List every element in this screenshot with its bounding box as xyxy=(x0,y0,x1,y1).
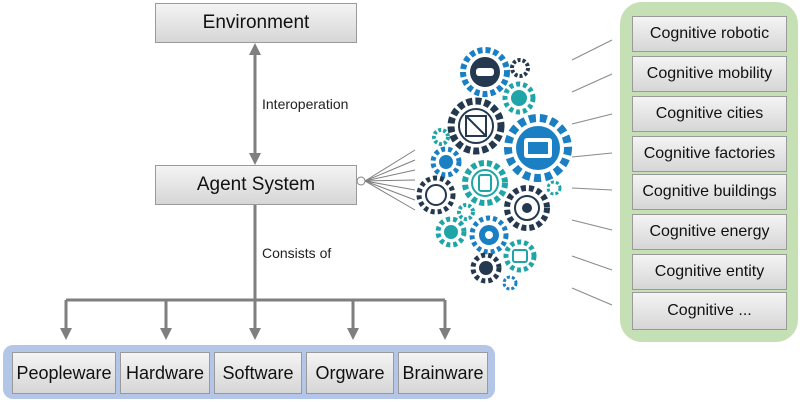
cognitive-item: Cognitive energy xyxy=(632,214,787,250)
cognitive-item: Cognitive factories xyxy=(632,136,787,172)
cognitive-item: Cognitive mobility xyxy=(632,56,787,92)
gear-icon xyxy=(504,185,550,231)
gear-icon xyxy=(435,216,467,248)
gear-cluster xyxy=(416,47,572,291)
cognitive-link-lines xyxy=(571,39,613,306)
gear-icon xyxy=(502,81,536,115)
gear-icon xyxy=(430,146,462,178)
component-software: Software xyxy=(214,352,302,394)
gear-icon xyxy=(457,203,475,221)
gear-icon xyxy=(462,160,508,206)
cognitive-item: Cognitive buildings xyxy=(632,174,787,210)
component-brainware: Brainware xyxy=(398,352,488,394)
component-peopleware: Peopleware xyxy=(12,352,116,394)
environment-node: Environment xyxy=(155,3,357,43)
gear-icon xyxy=(503,239,537,273)
cognitive-item: Cognitive cities xyxy=(632,96,787,132)
gear-icon xyxy=(510,58,530,78)
gear-icon xyxy=(460,47,510,97)
interoperation-arrow xyxy=(249,43,261,165)
consists-of-tree xyxy=(64,205,447,330)
agent-fan-lines xyxy=(356,149,416,211)
cognitive-item: Cognitive entity xyxy=(632,254,787,290)
gear-icon xyxy=(546,180,562,196)
interoperation-label: Interoperation xyxy=(262,96,349,112)
cognitive-item: Cognitive ... xyxy=(632,292,787,330)
gear-icon xyxy=(469,215,509,255)
gear-icon xyxy=(502,275,518,291)
agent-system-node: Agent System xyxy=(155,165,357,205)
component-orgware: Orgware xyxy=(306,352,394,394)
component-hardware: Hardware xyxy=(120,352,210,394)
cognitive-item: Cognitive robotic xyxy=(632,16,787,52)
gear-icon xyxy=(470,252,502,284)
gear-icon xyxy=(504,114,572,182)
consists-of-label: Consists of xyxy=(262,245,332,261)
gear-icon xyxy=(416,175,456,215)
gear-icon xyxy=(432,128,450,146)
gear-icon xyxy=(447,97,505,155)
tree-arrowheads xyxy=(60,328,451,340)
